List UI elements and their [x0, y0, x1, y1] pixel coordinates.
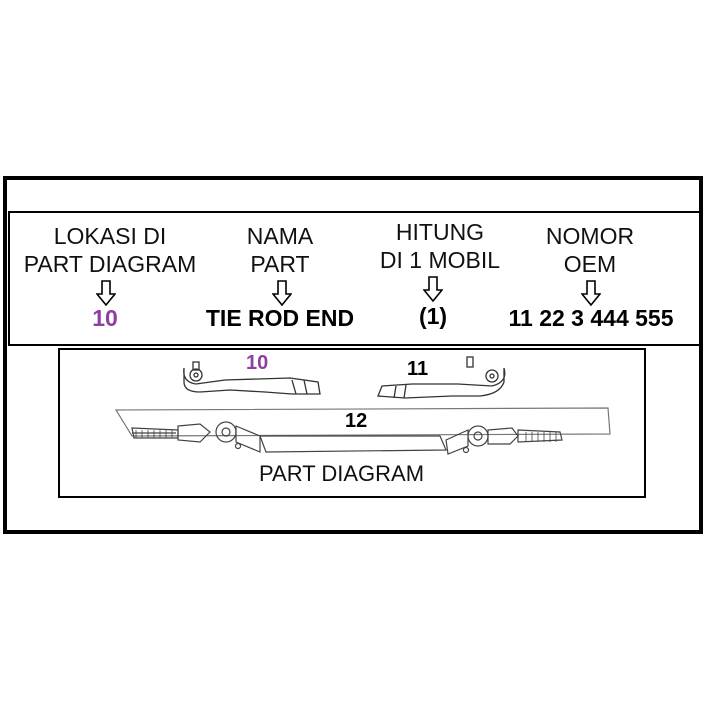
callout-11: 11 [407, 358, 429, 380]
diagram-panel [58, 348, 646, 498]
down-arrow-icon [581, 280, 601, 306]
part-name-value: TIE ROD END [205, 305, 355, 331]
tie-rod-end-left [183, 361, 321, 395]
info-panel [8, 211, 701, 346]
tie-rod-assembly [114, 407, 611, 455]
down-arrow-icon [96, 280, 116, 306]
column-header-count-line2: DI 1 MOBIL [379, 247, 501, 273]
count-value: (1) [418, 303, 448, 329]
oem-number-value: 11 22 3 444 555 [508, 305, 674, 331]
callout-10: 10 [246, 352, 269, 374]
tie-rod-end-right [377, 356, 506, 399]
column-header-count-line1: HITUNG [395, 219, 485, 245]
column-header-part-name-line1: NAMA [246, 223, 314, 249]
column-header-oem-line2: OEM [563, 251, 617, 277]
column-header-location-line1: LOKASI DI [53, 223, 167, 249]
column-header-part-name: NAMA PART [220, 222, 340, 278]
down-arrow-icon [272, 280, 292, 306]
column-header-part-name-line2: PART [250, 251, 310, 277]
down-arrow-icon [423, 276, 443, 302]
callout-12: 12 [345, 410, 368, 432]
column-header-oem-line1: NOMOR [545, 223, 635, 249]
location-value: 10 [92, 305, 118, 331]
diagram-caption: PART DIAGRAM [259, 461, 425, 486]
column-header-count: HITUNG DI 1 MOBIL [370, 218, 510, 274]
outer-frame [3, 176, 703, 534]
column-header-oem: NOMOR OEM [530, 222, 650, 278]
column-header-location-line2: PART DIAGRAM [23, 251, 197, 277]
column-header-location: LOKASI DI PART DIAGRAM [20, 222, 200, 278]
tie-rod-assembly-drawing [114, 356, 611, 455]
